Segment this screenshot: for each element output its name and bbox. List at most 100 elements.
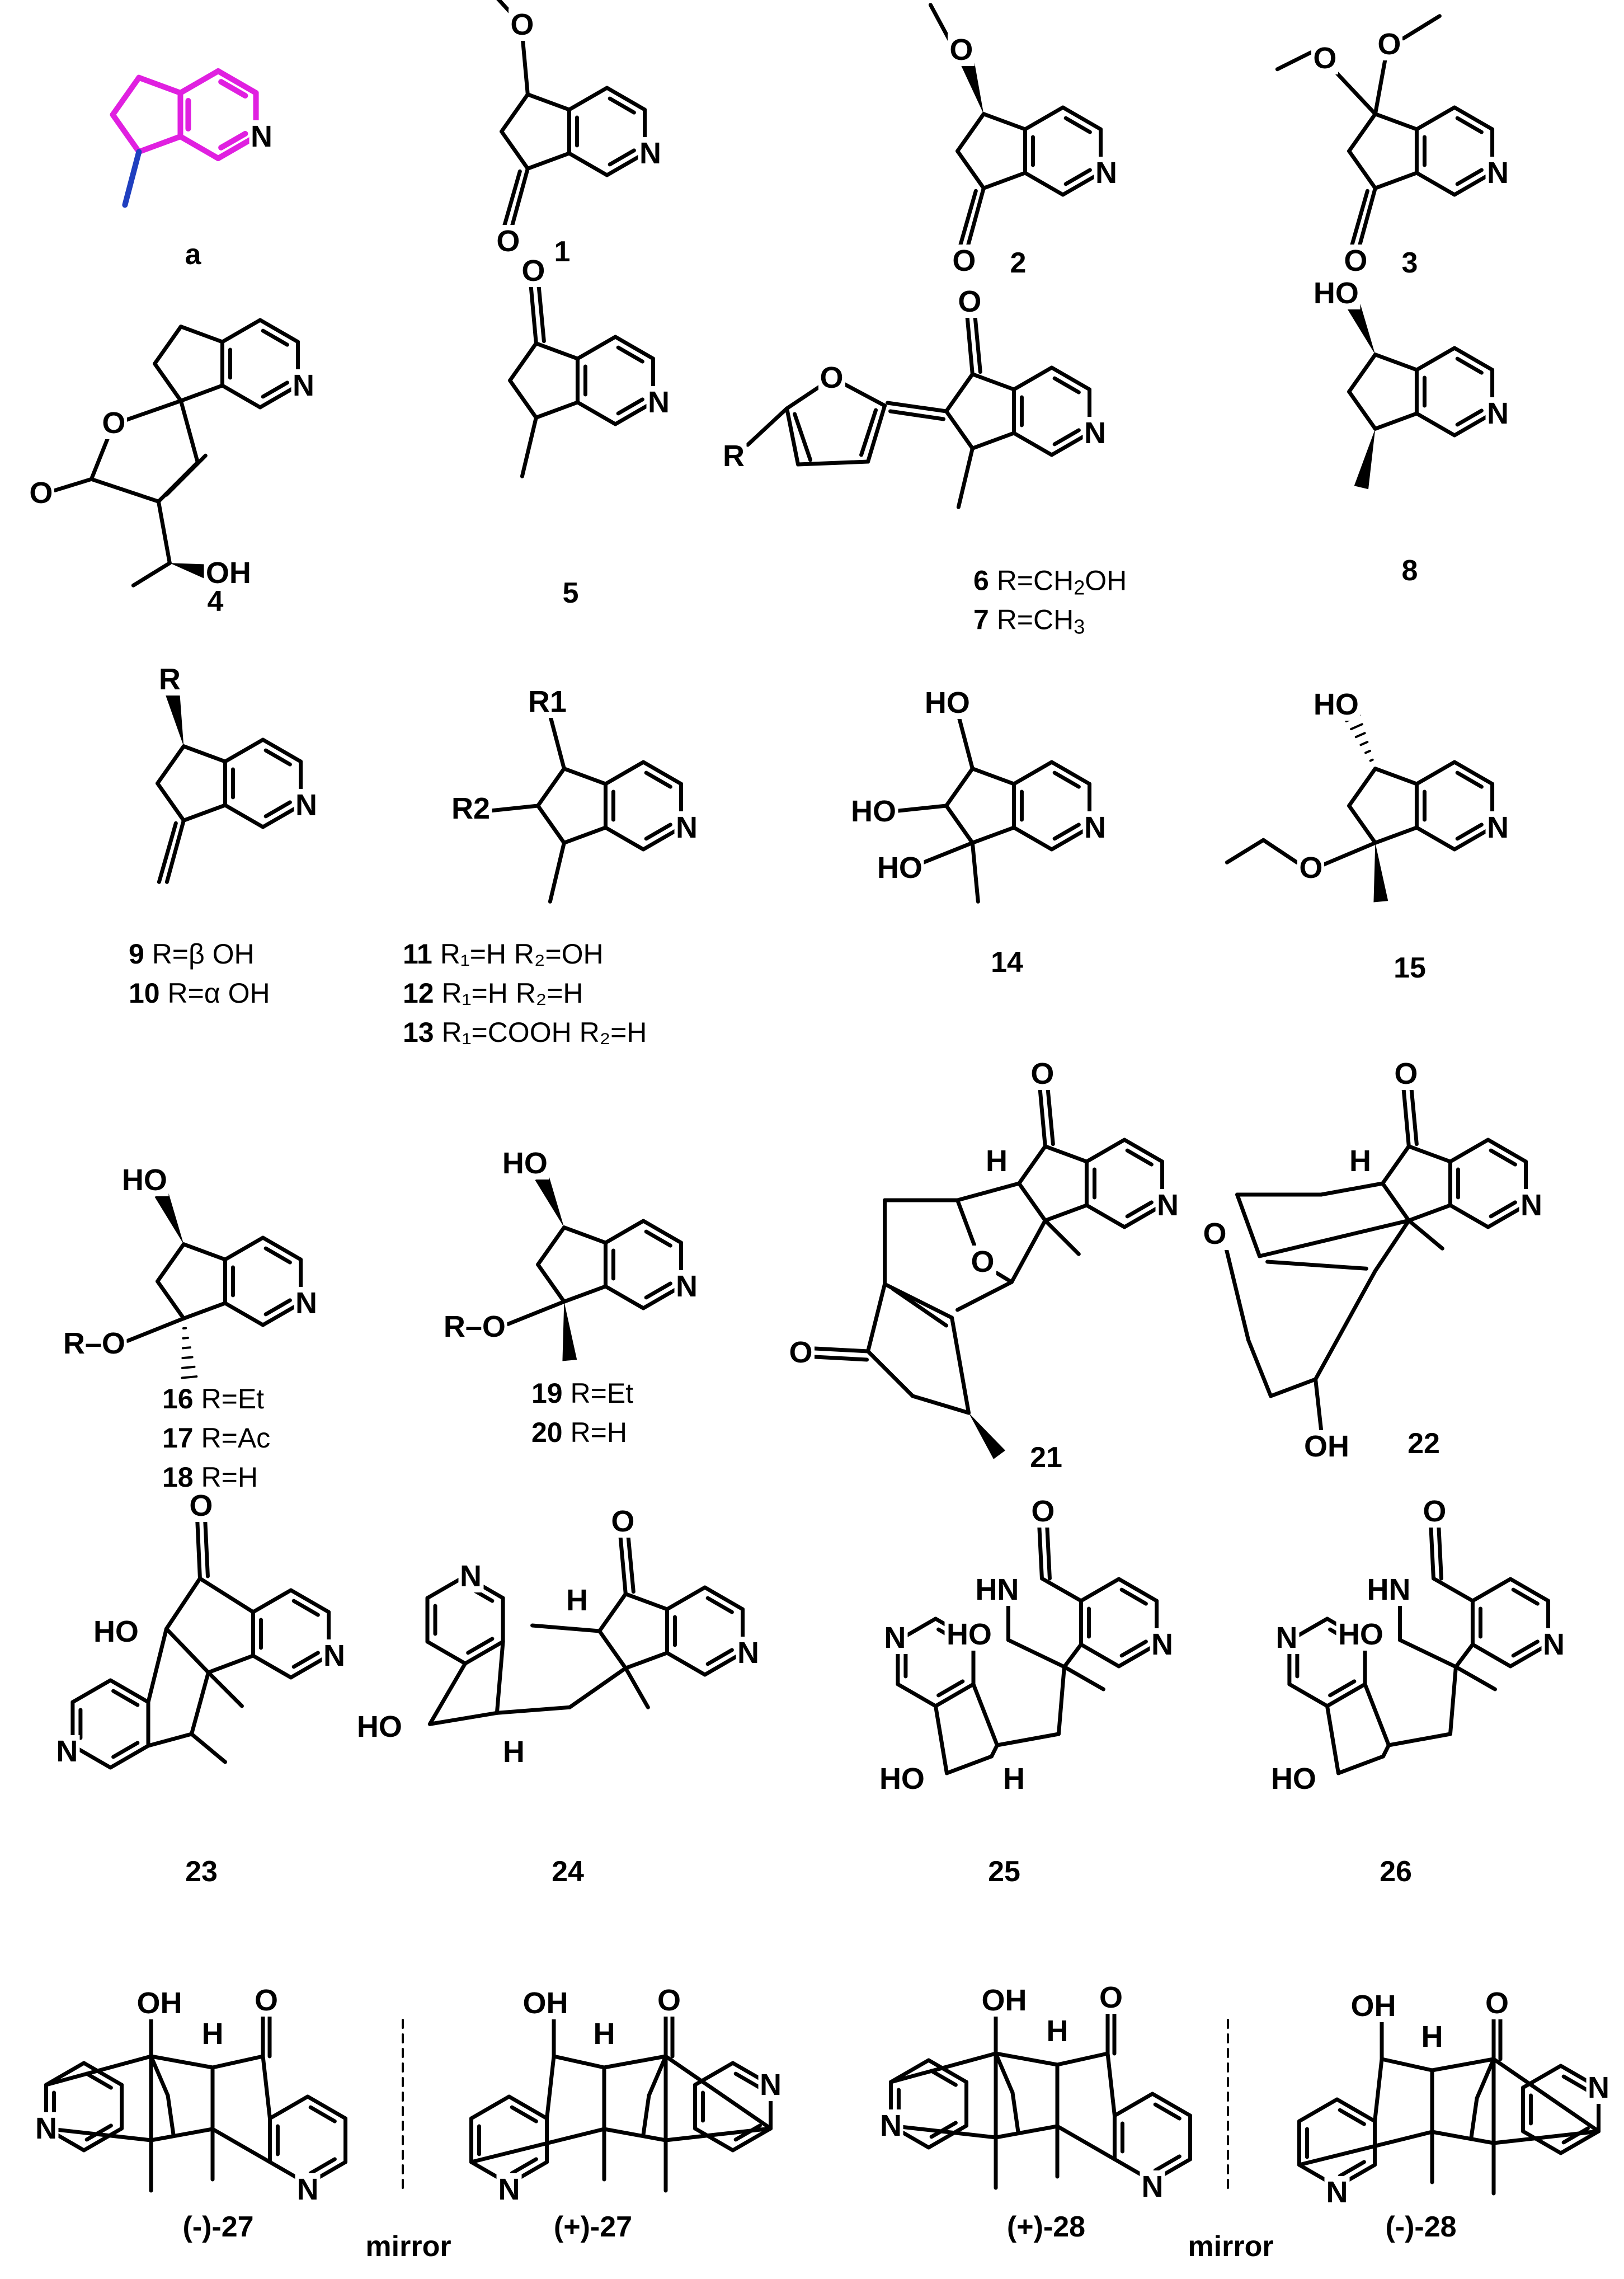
- bond: [308, 2105, 337, 2123]
- hydroxyl-atom: HO: [120, 1163, 169, 1196]
- bond: [1319, 1181, 1385, 1197]
- bond: [1010, 2090, 1020, 2134]
- bond: [153, 361, 183, 403]
- hydroxyl-atom: HO: [1269, 1763, 1318, 1795]
- bond: [995, 1732, 1061, 1747]
- bond: [263, 1246, 292, 1265]
- bond: [562, 1284, 608, 1304]
- bond: [1052, 428, 1081, 447]
- bond: [1153, 2154, 1181, 2173]
- bond: [886, 401, 949, 413]
- bond: [1430, 2130, 1496, 2145]
- bond: [567, 151, 609, 177]
- bond: [210, 2127, 272, 2164]
- bond: [1037, 1083, 1047, 1149]
- nitrogen-atom: N: [1485, 157, 1511, 189]
- bond: [149, 2127, 215, 2142]
- wedge-bond: [1373, 843, 1388, 903]
- bond: [1125, 1200, 1154, 1219]
- bond: [1023, 105, 1065, 131]
- hydroxyl-atom: HO: [1311, 276, 1361, 309]
- bond: [644, 1281, 672, 1300]
- compound-label: (-)-27: [182, 2211, 254, 2243]
- bond: [891, 803, 949, 814]
- wedge-bond: [1354, 429, 1376, 490]
- bond: [1401, 1083, 1411, 1149]
- bond: [530, 1623, 602, 1633]
- bond: [1320, 840, 1377, 867]
- bond: [1235, 1192, 1262, 1258]
- bond: [82, 2126, 124, 2153]
- bond: [111, 1741, 140, 1759]
- bond: [197, 1576, 255, 1614]
- bond: [1011, 825, 1054, 852]
- bond: [510, 2105, 538, 2123]
- bond: [1105, 2051, 1117, 2118]
- bond: [955, 1280, 1014, 1312]
- bond: [1056, 1665, 1066, 1736]
- nitrogen-atom: N: [1324, 2176, 1350, 2208]
- substituent-label: 17 R=Ac: [162, 1422, 271, 1454]
- bond: [1246, 1338, 1273, 1398]
- bond: [181, 1346, 191, 1350]
- bond: [1409, 1083, 1419, 1146]
- compound-label: 2: [1010, 247, 1027, 279]
- bond: [970, 431, 1016, 450]
- wedge-bond: [165, 692, 184, 746]
- bond: [223, 1301, 265, 1327]
- bond: [536, 1225, 566, 1267]
- bond: [1406, 1203, 1452, 1223]
- bond: [972, 311, 982, 374]
- bond: [156, 499, 172, 565]
- bond: [813, 1346, 870, 1354]
- bond: [1561, 2074, 1590, 2093]
- bond: [1052, 823, 1081, 841]
- bond: [506, 1299, 566, 1326]
- amide-nh: HN: [973, 1573, 1021, 1606]
- bond: [955, 1181, 1022, 1202]
- bond: [1039, 1576, 1083, 1603]
- bond: [567, 1666, 628, 1709]
- bond: [866, 1282, 887, 1354]
- bond: [866, 1349, 915, 1398]
- bond: [136, 134, 183, 155]
- bond: [562, 825, 608, 845]
- bond: [914, 840, 975, 867]
- bond: [156, 1279, 186, 1321]
- bond: [1414, 825, 1457, 852]
- bond: [181, 1375, 198, 1379]
- bond: [562, 767, 608, 786]
- bond: [469, 2127, 606, 2164]
- nitrogen-atom: N: [1155, 1189, 1181, 1221]
- bond: [1325, 1682, 1367, 1708]
- bond: [89, 435, 110, 481]
- bond: [508, 378, 538, 420]
- nitrogen-atom: N: [249, 120, 275, 153]
- bond: [623, 1592, 669, 1611]
- bond: [536, 803, 566, 845]
- bond: [663, 2054, 773, 2131]
- compound-label: (-)-28: [1385, 2211, 1457, 2243]
- bond: [896, 1682, 938, 1708]
- hydroxyl-atom: OH: [1349, 1990, 1398, 2022]
- bond: [136, 74, 183, 96]
- bond: [44, 2126, 153, 2142]
- compound-label: 3: [1401, 247, 1418, 279]
- nitrogen-atom: N: [1082, 417, 1108, 449]
- bond: [1491, 2057, 1601, 2134]
- bond: [1354, 732, 1366, 739]
- bond: [981, 112, 1027, 131]
- bond: [813, 1355, 869, 1362]
- bond: [156, 1242, 186, 1284]
- bond: [146, 1732, 194, 1748]
- bond: [1453, 1665, 1497, 1691]
- bond: [644, 1229, 672, 1248]
- hydroxyl-atom: HO: [91, 1615, 140, 1648]
- bond: [926, 2123, 969, 2150]
- bond: [1224, 1246, 1251, 1342]
- bond: [928, 3, 952, 44]
- compound-label: 1: [554, 236, 571, 268]
- bond: [665, 1651, 707, 1677]
- substituent-label: 9 R=β OH: [129, 938, 255, 970]
